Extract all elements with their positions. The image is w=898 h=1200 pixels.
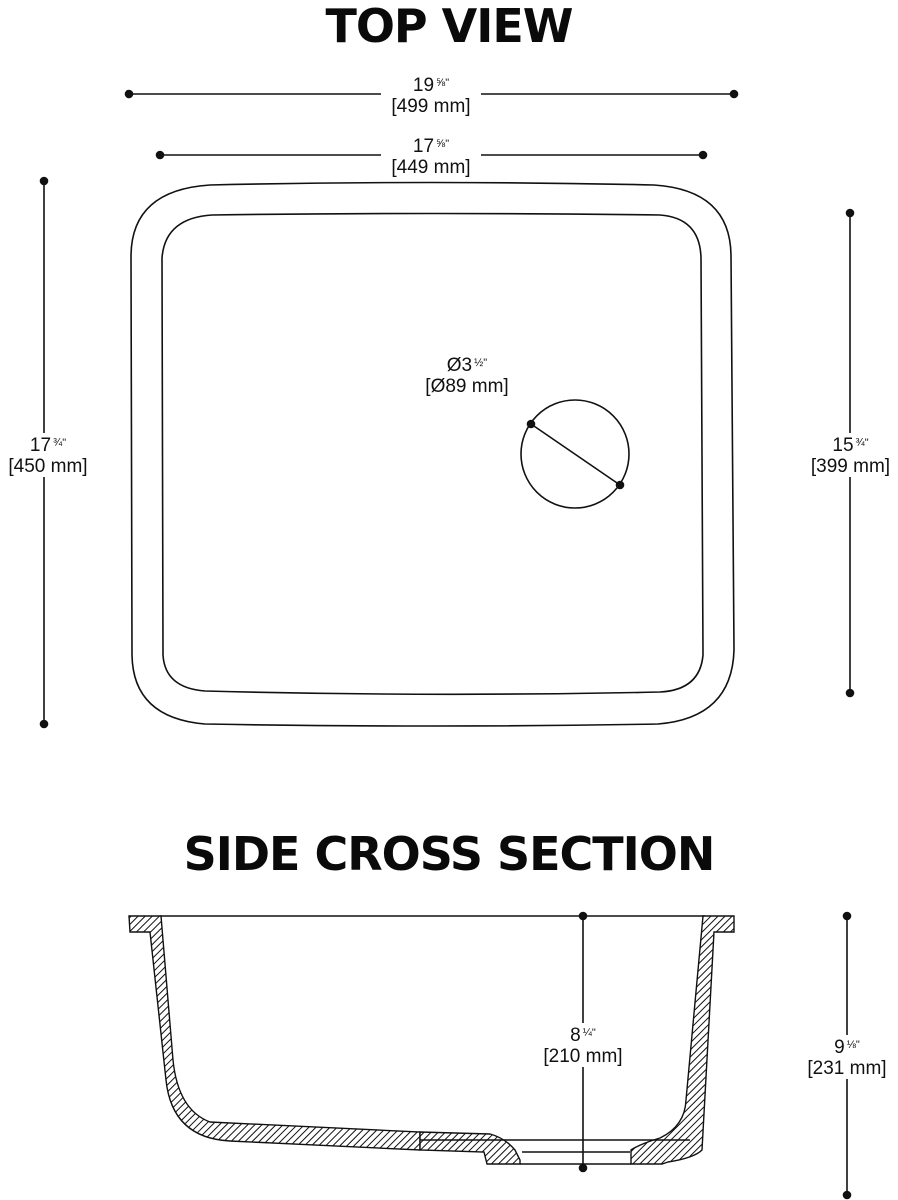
drain-hole xyxy=(520,399,630,509)
sink-inner-basin xyxy=(161,212,704,696)
drain-opening xyxy=(420,1139,690,1165)
top-view-title: TOP VIEW xyxy=(325,0,573,53)
sink-outer-rim xyxy=(130,181,735,727)
left-wall-section xyxy=(128,915,421,1151)
side-cross-section-title: SIDE CROSS SECTION xyxy=(183,827,716,881)
sink-floor-section xyxy=(419,1131,521,1165)
right-wall-section xyxy=(630,915,735,1165)
